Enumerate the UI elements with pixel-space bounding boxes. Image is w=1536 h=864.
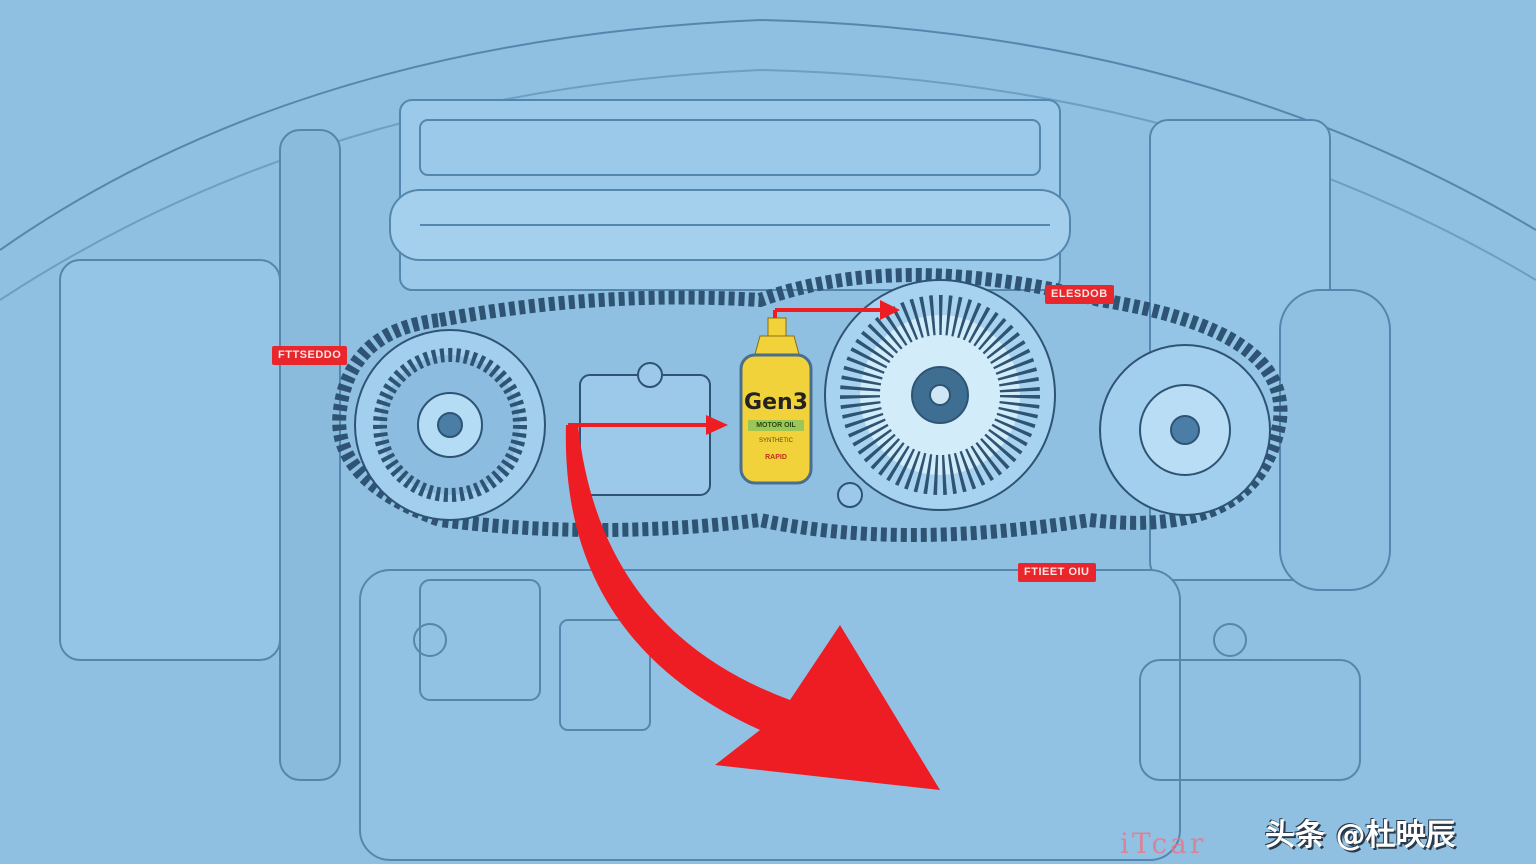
left-housing bbox=[59, 259, 281, 661]
big-curved-arrow bbox=[565, 425, 940, 790]
oil-bottle bbox=[739, 317, 813, 485]
tensioner bbox=[579, 362, 863, 508]
label-bottom-right: FTIEET OIU bbox=[1018, 563, 1096, 582]
bottle-line3: RAPID bbox=[765, 454, 787, 461]
red-arrows bbox=[565, 300, 940, 790]
label-left: FTTSEDDO bbox=[272, 346, 348, 365]
author-watermark: 头条 @杜映辰 bbox=[1265, 818, 1456, 853]
right-sprocket bbox=[1099, 344, 1271, 516]
site-watermark: iTcar bbox=[1120, 827, 1207, 860]
turbo-wheel bbox=[824, 279, 1056, 511]
belt-strip bbox=[279, 129, 341, 781]
bottle-subtitle: MOTOR OIL bbox=[756, 422, 796, 429]
bottle-line2: SYNTHETIC bbox=[758, 438, 793, 444]
label-top-right: ELESDOB bbox=[1045, 285, 1114, 304]
bottle-brand: Gen3 bbox=[744, 390, 808, 415]
left-sprocket bbox=[354, 329, 546, 521]
